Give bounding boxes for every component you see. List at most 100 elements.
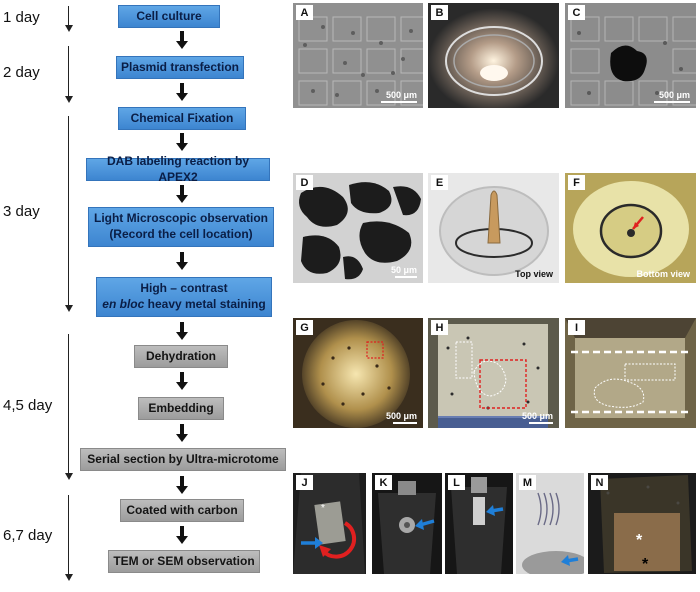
timeline-arrowhead-3 xyxy=(65,305,73,312)
step-plasmid-label: Plasmid transfection xyxy=(120,59,240,74)
down-arrow xyxy=(176,133,188,151)
panel-label-c: C xyxy=(568,5,585,20)
timeline-line-2 xyxy=(68,46,69,96)
resin-block-face-image xyxy=(293,318,423,428)
day-label-1: 1 day xyxy=(3,9,40,26)
day-label-2: 2 day xyxy=(3,64,40,81)
step-plasmid-transfection: Plasmid transfection xyxy=(116,56,244,79)
scale-bar-a-label: 500 μm xyxy=(385,90,417,100)
step-staining-label-1: High – contrast xyxy=(140,281,228,296)
embedding-capsule-top-view-image xyxy=(428,173,559,283)
stained-cells-image xyxy=(293,173,423,283)
panel-m-sections: M xyxy=(516,473,584,574)
panel-label-m: M xyxy=(519,475,536,490)
step-dab-label: DAB labeling reaction by APEX2 xyxy=(106,153,250,184)
step-tem-label: TEM or SEM observation xyxy=(113,553,255,568)
day-label-3: 3 day xyxy=(3,203,40,220)
down-arrow xyxy=(176,372,188,390)
step-serial-section: Serial section by Ultra-microtome xyxy=(80,448,286,471)
gridded-coverslip-image xyxy=(293,3,423,108)
ribbon-sections-image xyxy=(516,473,584,574)
step-carbon-coating: Coated with carbon xyxy=(120,499,244,522)
panel-label-j: J xyxy=(296,475,313,490)
step-dehydration-label: Dehydration xyxy=(145,348,216,363)
step-dehydration: Dehydration xyxy=(134,345,228,368)
step-light-label-1: Light Microscopic observation xyxy=(93,211,269,226)
section-asterisk-white: * xyxy=(636,532,643,549)
panel-label-i: I xyxy=(568,320,585,335)
panel-label-f: F xyxy=(568,175,585,190)
panel-h-block-zoom: H 500 μm xyxy=(428,318,559,428)
day-label-6-7: 6,7 day xyxy=(3,527,53,544)
scale-bar-h: 500 μm xyxy=(522,411,553,424)
step-fixation-label: Chemical Fixation xyxy=(130,110,234,125)
scale-bar-g-label: 500 μm xyxy=(385,411,417,421)
scale-bar-g: 500 μm xyxy=(386,411,417,424)
down-arrow xyxy=(176,424,188,442)
down-arrow xyxy=(176,31,188,49)
panel-label-b: B xyxy=(431,5,448,20)
step-light-microscopic: Light Microscopic observation (Record th… xyxy=(88,207,274,247)
panel-b-dish: B xyxy=(428,3,559,108)
trimmed-block-image xyxy=(565,318,696,428)
step-cell-culture: Cell culture xyxy=(118,5,220,28)
embedding-capsule-bottom-view-image xyxy=(565,173,696,283)
step-staining-label-2: en bloc heavy metal staining xyxy=(102,297,265,313)
dab-stained-grid-image xyxy=(565,3,696,108)
step-dab-labeling: DAB labeling reaction by APEX2 xyxy=(86,154,270,184)
scale-bar-d-label: 50 μm xyxy=(390,265,417,275)
panel-c-dab-stained: C 500 μm xyxy=(565,3,696,108)
panel-label-k: K xyxy=(375,475,392,490)
day-label-4-5: 4,5 day xyxy=(3,397,53,414)
step-light-label-2: (Record the cell location) xyxy=(109,227,253,241)
timeline-arrowhead-4 xyxy=(65,473,73,480)
scale-bar-d: 50 μm xyxy=(391,265,417,278)
step-serial-label: Serial section by Ultra-microtome xyxy=(87,451,279,466)
scale-bar-h-label: 500 μm xyxy=(521,411,553,421)
step-cell-culture-label: Cell culture xyxy=(136,8,202,23)
step-embedding-label: Embedding xyxy=(148,400,214,415)
culture-dish-image xyxy=(428,3,559,108)
timeline-line-3 xyxy=(68,116,69,306)
scale-bar-a: 500 μm xyxy=(381,90,417,103)
holder-asterisk: * xyxy=(321,503,325,514)
panel-label-h: H xyxy=(431,320,448,335)
panel-n-carbon-coated: * * N xyxy=(588,473,696,574)
panel-d-stained-cells: D 50 μm xyxy=(293,173,423,283)
panel-label-a: A xyxy=(296,5,313,20)
step-carbon-label: Coated with carbon xyxy=(126,502,238,517)
down-arrow xyxy=(176,185,188,203)
timeline-arrowhead-1 xyxy=(65,25,73,32)
bottom-view-label: Bottom view xyxy=(636,269,690,279)
down-arrow xyxy=(176,476,188,494)
step-staining-rest: heavy metal staining xyxy=(144,297,266,311)
block-face-zoom-image xyxy=(428,318,559,428)
step-heavy-metal-staining: High – contrast en bloc heavy metal stai… xyxy=(96,277,272,317)
timeline-arrowhead-5 xyxy=(65,574,73,581)
section-asterisk-black: * xyxy=(642,556,649,573)
scale-bar-c: 500 μm xyxy=(654,90,690,103)
scale-bar-c-label: 500 μm xyxy=(658,90,690,100)
panel-label-d: D xyxy=(296,175,313,190)
panel-g-resin-block: G 500 μm xyxy=(293,318,423,428)
panel-label-n: N xyxy=(591,475,608,490)
timeline-line-1 xyxy=(68,6,69,26)
panel-i-trimmed-block: I xyxy=(565,318,696,428)
top-view-label: Top view xyxy=(515,269,553,279)
panel-f-bottom-view: F Bottom view xyxy=(565,173,696,283)
step-chemical-fixation: Chemical Fixation xyxy=(118,107,246,130)
step-tem-sem: TEM or SEM observation xyxy=(108,550,260,573)
panel-j-sample-holder: * J xyxy=(293,473,366,574)
timeline-arrowhead-2 xyxy=(65,96,73,103)
panel-label-g: G xyxy=(296,320,313,335)
panel-label-l: L xyxy=(448,475,465,490)
down-arrow xyxy=(176,83,188,101)
panel-label-e: E xyxy=(431,175,448,190)
timeline-line-5 xyxy=(68,495,69,575)
panel-a-grid-cells: A 500 μm xyxy=(293,3,423,108)
step-embedding: Embedding xyxy=(138,397,224,420)
panel-k-microtome-chuck: K xyxy=(372,473,442,574)
panel-l-knife: L xyxy=(445,473,513,574)
down-arrow xyxy=(176,252,188,270)
down-arrow xyxy=(176,526,188,544)
